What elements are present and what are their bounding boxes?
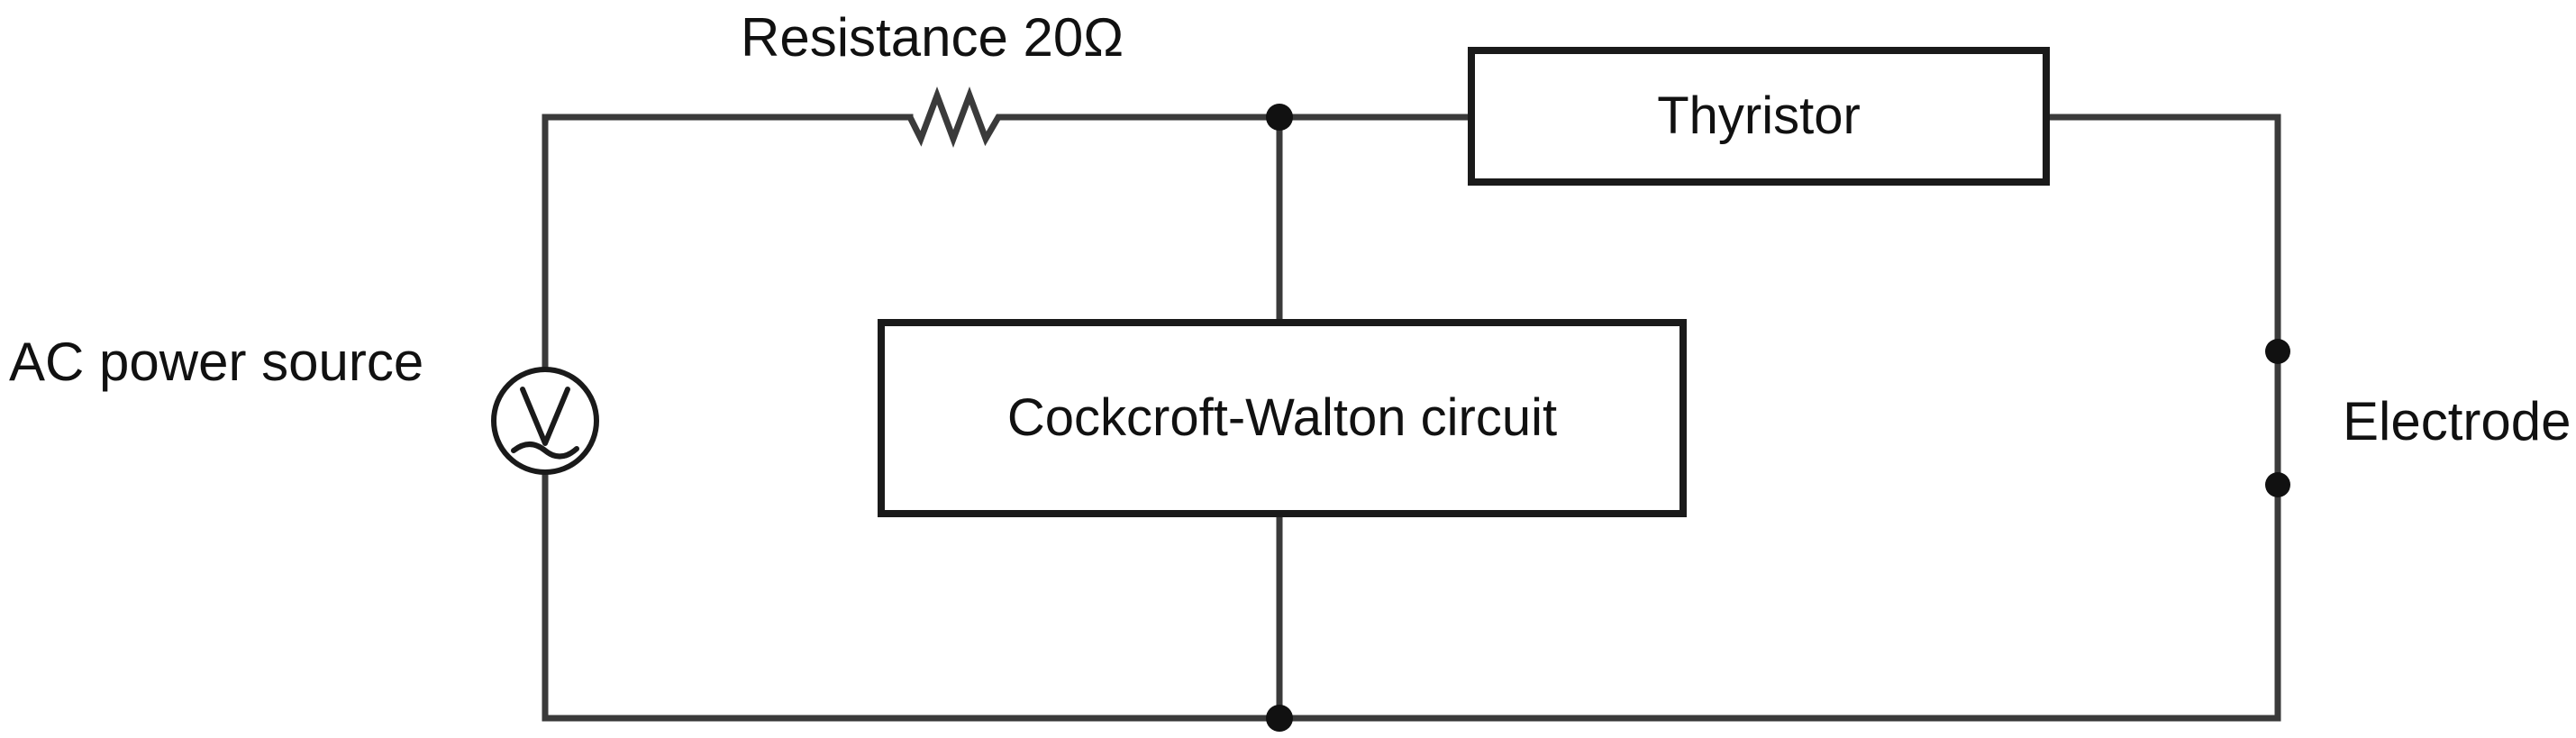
- junction-dot-top-node: [1266, 104, 1293, 131]
- cockcroft-walton-label: Cockcroft-Walton circuit: [1006, 388, 1558, 447]
- thyristor-label: Thyristor: [1657, 87, 1861, 145]
- ac-source-sine-glyph: [511, 442, 579, 460]
- ac-source-symbol: [491, 367, 599, 475]
- electrode-label: Electrode: [2343, 391, 2571, 451]
- resistance-label: Resistance 20Ω: [741, 7, 1124, 68]
- resistor-zigzag-symbol: [906, 87, 1007, 148]
- junction-dot-electrode-upper: [2265, 339, 2290, 364]
- thyristor-box[interactable]: [1468, 47, 2050, 186]
- cockcroft-walton-box[interactable]: [878, 319, 1687, 517]
- wire-group: [542, 114, 2281, 722]
- ac-source-v-glyph: [520, 387, 570, 446]
- junction-dot-bottom-node: [1266, 705, 1293, 732]
- junction-dot-electrode-lower: [2265, 472, 2290, 497]
- ac-power-source-label: AC power source: [9, 332, 424, 392]
- ac-source-circle: [491, 367, 599, 475]
